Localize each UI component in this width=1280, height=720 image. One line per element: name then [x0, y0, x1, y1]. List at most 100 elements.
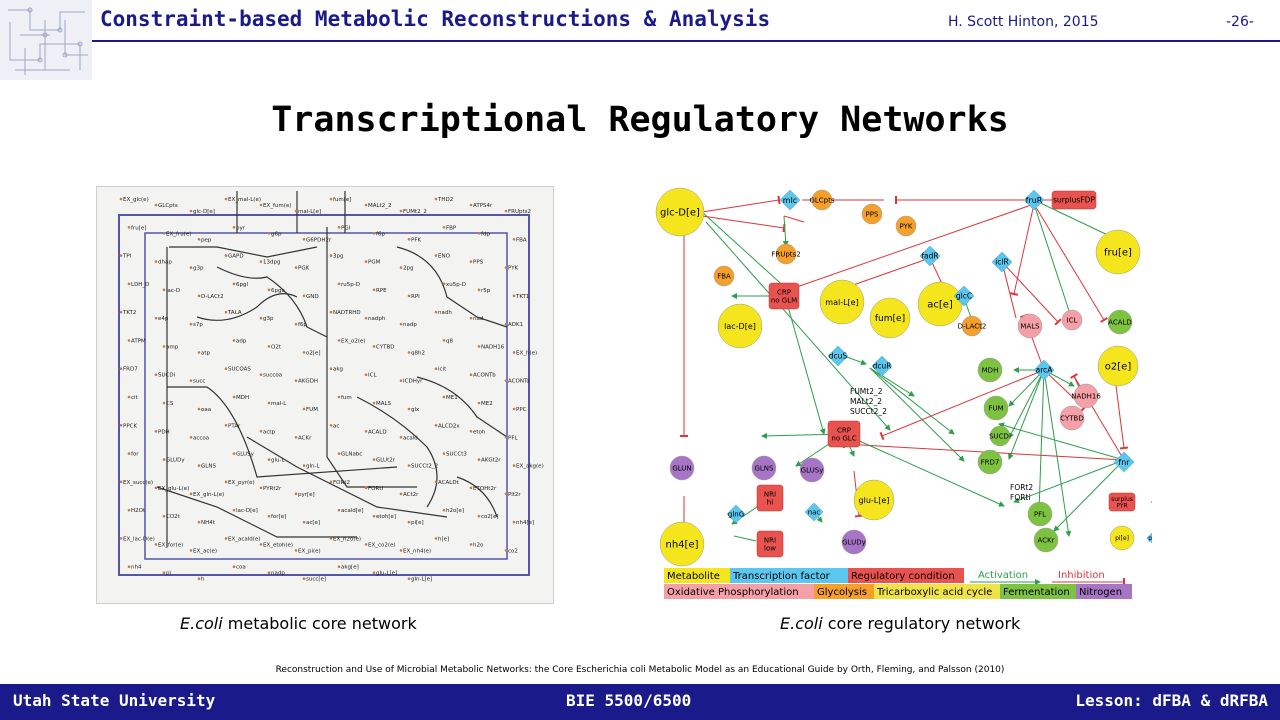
- footer-bar: Utah State University BIE 5500/6500 Less…: [0, 684, 1280, 720]
- metabolite-node: [469, 486, 473, 490]
- metabolite-node: [154, 373, 158, 377]
- node-label: PFL: [1034, 510, 1046, 518]
- reaction-D-LACt2: D-LACt2: [958, 315, 987, 337]
- tf-arcA: arcA: [1033, 359, 1055, 381]
- metabolic-map-label: fru[e]: [131, 225, 146, 231]
- reaction-ACKr: ACKr: [1033, 527, 1059, 553]
- metabolite-node: [189, 322, 193, 326]
- node-label: GLNS: [754, 464, 774, 472]
- metabolite-node: [119, 537, 123, 540]
- metabolic-map-label: acald: [403, 435, 418, 441]
- node-label: iclR: [995, 258, 1009, 267]
- metabolic-map-label: akg[e]: [341, 565, 359, 571]
- metabolite-node: [224, 254, 228, 257]
- node-label: glcC: [956, 292, 972, 301]
- metabolite-node: [302, 577, 306, 581]
- metabolite-node: [372, 231, 376, 235]
- caption-regulatory: E.coli core regulatory network: [780, 614, 1021, 633]
- metabolite-node: [329, 480, 333, 484]
- metabolic-map-label: ATPS4r: [473, 203, 493, 209]
- metabolic-map-label: FRD7: [123, 367, 138, 373]
- metabolite-node: [364, 486, 368, 490]
- metabolic-map-label: TPI: [122, 254, 132, 260]
- metabolic-map-label: PYK: [508, 266, 519, 272]
- metabolic-map-label: EX_h2o(e): [333, 536, 361, 542]
- metabolite-node: [259, 486, 263, 490]
- metabolic-map-label: 6pgl: [236, 282, 248, 288]
- metabolic-map-label: D-LACt2: [201, 294, 224, 300]
- metabolite-node: [224, 367, 228, 371]
- node-label: hi: [767, 498, 773, 506]
- metabolic-map-label: fdp: [481, 231, 490, 237]
- metabolite-node: [189, 209, 193, 213]
- metabolic-map-label: f6p: [298, 322, 307, 328]
- metabolite-node: [364, 429, 368, 433]
- node-label: D-LACt2: [958, 322, 987, 330]
- metabolite-mal-L-e: mal-L[e]: [819, 279, 865, 325]
- metabolite-node: [267, 514, 271, 518]
- metabolic-map-label: o2[e]: [306, 350, 321, 356]
- metabolite-node: [504, 209, 508, 213]
- metabolite-node: [434, 423, 438, 427]
- node-label: CRP: [777, 289, 791, 297]
- reaction-GLUSy: GLUSy: [799, 457, 825, 483]
- node-label: FUM: [988, 404, 1003, 412]
- metabolic-map-label: mal-L: [271, 401, 287, 407]
- node-label: o2[e]: [1105, 362, 1132, 373]
- tf-glcC: glcC: [953, 285, 975, 307]
- node-label: GLUDy: [842, 538, 866, 546]
- node-label: no GLC: [831, 434, 856, 442]
- metabolite-node: [407, 464, 411, 467]
- metabolic-map-label: nadh: [438, 310, 452, 316]
- metabolite-node: [294, 322, 298, 326]
- metabolite-node: [162, 571, 166, 575]
- metabolite-node: [162, 514, 166, 518]
- reaction-PFL: PFL: [1027, 501, 1053, 527]
- metabolic-map-label: EX_ac(e): [193, 548, 217, 554]
- metabolic-map-label: h2o[e]: [446, 508, 464, 514]
- metabolic-map-label: pyr[e]: [298, 492, 315, 498]
- metabolite-node: [259, 543, 263, 546]
- metabolic-map-label: EX_acald(e): [228, 536, 260, 542]
- node-label: FBA: [717, 272, 731, 280]
- metabolite-node: [189, 549, 193, 552]
- metabolic-map-label: EX_gln-L(e): [193, 492, 224, 498]
- metabolite-node: [329, 254, 333, 257]
- metabolic-map-label: ME1: [446, 395, 458, 401]
- tf-fadR: fadR: [919, 245, 941, 267]
- metabolite-node: [407, 577, 411, 581]
- legend-label: Metabolite: [667, 571, 720, 582]
- metabolite-node: [504, 266, 508, 269]
- node-label: ACKr: [1037, 536, 1054, 544]
- node-label: lac-D[e]: [724, 322, 756, 331]
- metabolic-map-label: NADH16: [481, 344, 505, 350]
- metabolite-glc-D-e: glc-D[e]: [655, 187, 705, 237]
- metabolic-map-label: accoa: [193, 435, 209, 441]
- metabolite-node: [399, 549, 403, 552]
- metabolic-map-label: fum[e]: [333, 197, 351, 203]
- tf-glnG: glnG: [726, 504, 746, 524]
- metabolic-map-label: gln-L: [306, 464, 320, 470]
- metabolic-map-label: EX_fum(e): [263, 203, 291, 209]
- metabolite-node: [189, 435, 193, 439]
- metabolite-node: [329, 310, 333, 314]
- metabolite-node: [302, 237, 306, 241]
- metabolite-node: [232, 282, 236, 286]
- metabolic-map-label: ACALD: [368, 429, 387, 435]
- metabolite-node: [399, 492, 403, 496]
- node-label: mlc: [783, 196, 797, 205]
- metabolic-map-label: pi[e]: [411, 520, 424, 526]
- metabolite-node: [512, 520, 516, 524]
- metabolite-node: [512, 237, 516, 241]
- node-label: MDH: [982, 366, 999, 374]
- metabolite-node: [337, 225, 341, 229]
- legend-fermentation: Fermentation: [1000, 584, 1076, 599]
- legend-regulatory-condition: Regulatory condition: [848, 568, 964, 583]
- reaction-FORti: FORti: [1010, 493, 1030, 502]
- metabolite-node: [442, 508, 446, 512]
- metabolic-map-label: EX_glu-L(e): [158, 486, 189, 492]
- legend-label: Transcription factor: [732, 571, 831, 582]
- metabolite-node: [477, 231, 481, 235]
